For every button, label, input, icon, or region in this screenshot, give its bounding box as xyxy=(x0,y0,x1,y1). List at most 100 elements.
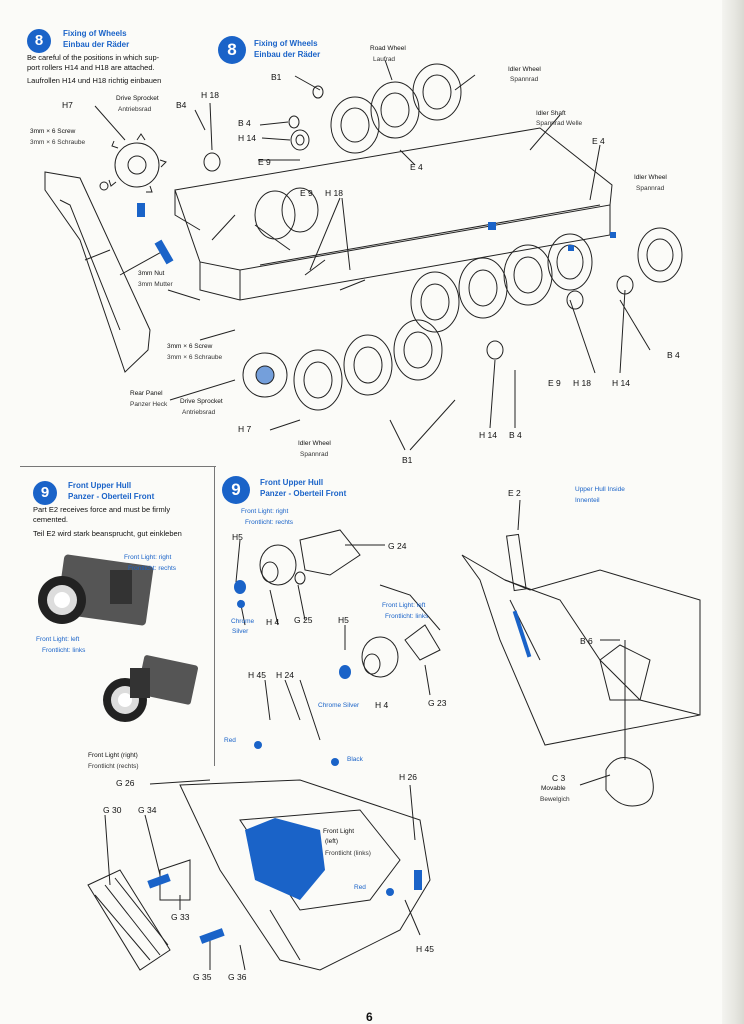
step-9-instruction-de: Teil E2 wird stark beansprucht, gut eink… xyxy=(33,529,182,538)
step-8-instruction-en-1: Be careful of the positions in which sup… xyxy=(27,53,160,62)
part-b4-top: B4 xyxy=(176,100,187,110)
part-h4-a: H 4 xyxy=(266,617,280,627)
part-b4-right: B 4 xyxy=(667,350,680,360)
paper-edge xyxy=(722,0,744,1024)
step-9-instruction-en-2: cemented. xyxy=(33,515,69,524)
diagram-label-left-en: Front Light: left xyxy=(382,602,426,609)
step-8-diagram-title-en: Fixing of Wheels xyxy=(254,39,318,48)
label-front-light-right-en: Front Light (right) xyxy=(88,752,138,759)
label-road-wheel-en: Road Wheel xyxy=(370,45,406,52)
label-nut-de: 3mm Mutter xyxy=(138,281,173,288)
diagram-label-right-de: Frontlicht: rechts xyxy=(245,519,294,526)
part-e4-mid: E 4 xyxy=(410,162,423,172)
upper-hull-inside-de: Innenteil xyxy=(575,497,600,504)
part-h5-a: H5 xyxy=(232,532,243,542)
part-h14-right: H 14 xyxy=(612,378,630,388)
label-road-wheel-de: Laufrad xyxy=(373,56,396,63)
road-wheels-bottom xyxy=(293,233,593,411)
part-h7-bottom: H 7 xyxy=(238,424,252,434)
label-front-light-left-de: Frontlicht (links) xyxy=(325,850,371,857)
part-h45-bottom: H 45 xyxy=(416,944,434,954)
part-h18-top: H 18 xyxy=(201,90,219,100)
label-idler-wheel-bottom-en: Idler Wheel xyxy=(298,440,331,447)
step-8-diagram-badge: 8 xyxy=(218,36,246,64)
upper-hull-inside-en: Upper Hull Inside xyxy=(575,486,625,493)
part-b1-top: B1 xyxy=(271,72,282,82)
part-g36: G 36 xyxy=(228,972,247,982)
label-idler-shaft-de: Spannrad Welle xyxy=(536,120,583,127)
part-e9-right: E 9 xyxy=(548,378,561,388)
step-9-diagram-title-de: Panzer - Oberteil Front xyxy=(260,489,347,498)
paint-red-2: Red xyxy=(354,884,366,891)
label-drive-sprocket-top-de: Antriebsrad xyxy=(118,106,152,113)
part-h14-mid: H 14 xyxy=(238,133,256,143)
label-idler-wheel-top-en: Idler Wheel xyxy=(508,66,541,73)
label-drive-sprocket-bottom-en: Drive Sprocket xyxy=(180,398,223,405)
part-e4-right: E 4 xyxy=(592,136,605,146)
label-movable-de: Bewelgich xyxy=(540,796,570,803)
step-8-instruction-de: Laufrollen H14 und H18 richtig einbauen xyxy=(27,76,162,85)
label-idler-wheel-bottom-de: Spannrad xyxy=(300,451,329,458)
label-drive-sprocket-bottom-de: Antriebsrad xyxy=(182,409,216,416)
part-g26: G 26 xyxy=(116,778,135,788)
part-e2: E 2 xyxy=(508,488,521,498)
label-screw-top-de: 3mm × 6 Schraube xyxy=(30,139,86,146)
part-b4-mid: B 4 xyxy=(238,118,251,128)
front-light-photo-left xyxy=(103,655,199,722)
paint-black: Black xyxy=(347,756,363,763)
part-h7-top: H7 xyxy=(62,100,73,110)
label-front-light-left-en2: (left) xyxy=(325,838,338,845)
label-front-light-right-de: Frontlicht (rechts) xyxy=(88,763,139,770)
paint-red-1: Red xyxy=(224,737,236,744)
drive-sprocket-bottom xyxy=(242,352,288,398)
part-g30: G 30 xyxy=(103,805,122,815)
step-8-badge: 8 xyxy=(27,29,51,53)
step-8-instruction-en-2: port rollers H14 and H18 are attached. xyxy=(27,63,155,72)
page-number: 6 xyxy=(366,1010,373,1024)
section-divider-horizontal xyxy=(20,466,216,467)
label-screw-top-en: 3mm × 6 Screw xyxy=(30,128,76,135)
label-screw-bottom-en: 3mm × 6 Screw xyxy=(167,343,213,350)
lower-hull-outline xyxy=(174,127,613,271)
part-g24: G 24 xyxy=(388,541,407,551)
label-idler-wheel-right-en: Idler Wheel xyxy=(634,174,667,181)
section-divider-vertical xyxy=(214,466,215,766)
rear-panel xyxy=(44,171,151,373)
label-idler-shaft-en: Idler Shaft xyxy=(536,110,566,117)
step-8-title-en: Fixing of Wheels xyxy=(63,29,127,38)
step-9-instruction-en-1: Part E2 receives force and must be firml… xyxy=(33,505,171,514)
part-b1-bottom: B1 xyxy=(402,455,413,465)
step-9-title-de: Panzer - Oberteil Front xyxy=(68,492,155,501)
step-9-diagram-title-en: Front Upper Hull xyxy=(260,478,324,487)
part-g35: G 35 xyxy=(193,972,212,982)
paint-chrome-silver-1: Chrome xyxy=(231,618,255,625)
label-movable-en: Movable xyxy=(541,785,566,792)
step-9-diagram-badge: 9 xyxy=(222,476,250,504)
part-c3: C 3 xyxy=(552,773,566,783)
part-e9-center: E 9 xyxy=(300,188,313,198)
diagram-label-right-en: Front Light: right xyxy=(241,508,289,515)
label-drive-sprocket-top-en: Drive Sprocket xyxy=(116,95,159,102)
blue-gluing-area xyxy=(245,818,325,900)
idler-wheel-right xyxy=(637,227,683,283)
part-h45-top: H 45 xyxy=(248,670,266,680)
photo-label-right-en: Front Light: right xyxy=(124,554,172,561)
label-rear-panel-de: Panzer Heck xyxy=(130,401,168,408)
photo-label-right-de: Frontlicht: rechts xyxy=(128,565,177,572)
part-g33: G 33 xyxy=(171,912,190,922)
part-h4-b: H 4 xyxy=(375,700,389,710)
road-wheels-top xyxy=(330,63,462,154)
paint-chrome-silver-b: Chrome Silver xyxy=(318,702,360,709)
label-idler-wheel-right-de: Spannrad xyxy=(636,185,665,192)
front-light-photo-right xyxy=(38,554,154,626)
label-front-light-left-en: Front Light xyxy=(323,828,355,835)
part-g23: G 23 xyxy=(428,698,447,708)
part-h18-right: H 18 xyxy=(573,378,591,388)
step-8-diagram-title-de: Einbau der Räder xyxy=(254,50,321,59)
drive-sprocket-top xyxy=(108,133,167,193)
label-nut-en: 3mm Nut xyxy=(138,270,165,277)
photo-label-left-en: Front Light: left xyxy=(36,636,80,643)
label-screw-bottom-de: 3mm × 6 Schraube xyxy=(167,354,223,361)
photo-label-left-de: Frontlicht: links xyxy=(42,647,86,654)
